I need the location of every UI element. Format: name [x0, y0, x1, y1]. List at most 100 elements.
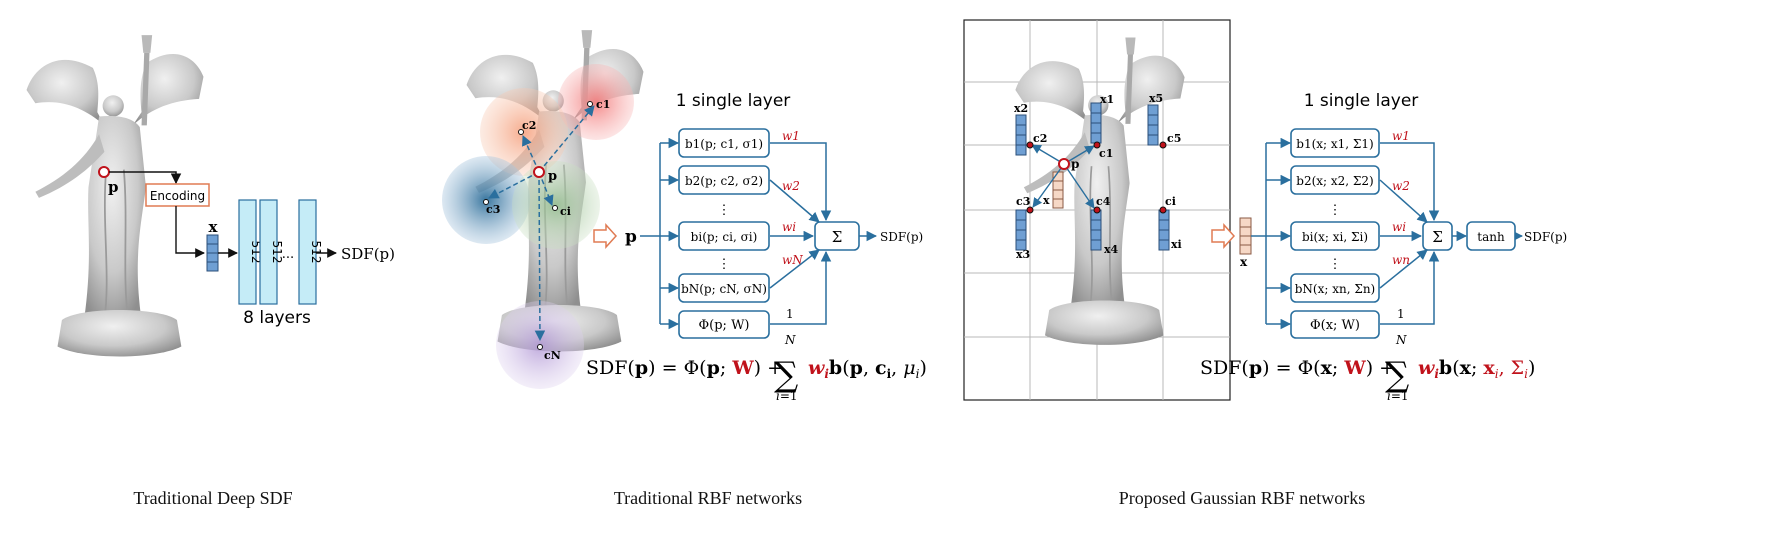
- weight-one: 1: [1397, 307, 1405, 321]
- weight-w1: w1: [782, 129, 800, 143]
- grid-centers: [1026, 141, 1167, 214]
- node-label-b2: b2(p; c2, σ2): [685, 174, 763, 188]
- input-label: p: [625, 227, 637, 247]
- single-layer-title: 1 single layer: [676, 91, 791, 111]
- feature-vector-x4: [1090, 209, 1102, 251]
- single-layer-title: 1 single layer: [1304, 91, 1419, 111]
- gaussian-node-bi: bi(x; xi, Σi): [1290, 221, 1380, 251]
- svg-text:wib(p, ci, μi): wib(p, ci, μi): [808, 357, 927, 381]
- encoding-box: [145, 183, 210, 207]
- input-arrow-icon: [1211, 223, 1236, 249]
- input-label: x: [1240, 255, 1248, 269]
- encoding-to-x-arrow: [175, 206, 205, 258]
- panel-gaussian-rbf: p x2 x1 x5 x3 x4 xi x c2 c1 c5 c3 c4 ci …: [963, 19, 1567, 403]
- input-x-label: x: [209, 218, 219, 236]
- feature-label-x3: x3: [1016, 248, 1030, 261]
- caption-gaussian-rbf: Proposed Gaussian RBF networks: [1118, 488, 1366, 508]
- rbf-node-b1: b1(p; c1, σ1): [678, 128, 770, 158]
- grid-labels: x2 x1 x5 x3 x4 xi x c2 c1 c5 c3 c4 ci: [1014, 92, 1182, 261]
- nodes-ellipsis-upper: ⋮: [718, 203, 731, 218]
- caption-rbf-networks: Traditional RBF networks: [613, 488, 803, 508]
- node-label-bi: bi(p; ci, σi): [691, 230, 758, 244]
- rbf-node-phi: Φ(p; W): [678, 310, 770, 339]
- rbf-node-bN: bN(p; cN, σN): [678, 273, 770, 303]
- mlp-layer-1: 512: [238, 199, 263, 305]
- node-label-b1: b1(p; c1, σ1): [685, 137, 763, 151]
- layers-count-label: 8 layers: [243, 308, 311, 328]
- sum-node: Σ: [1422, 221, 1453, 251]
- node-label-bN: bN(x; xn, Σn): [1295, 282, 1376, 296]
- feature-vector-x3: [1015, 209, 1027, 251]
- panel-deep-sdf: p Encoding x 512 512 ... 512 SDF(p) 8 la…: [25, 34, 395, 358]
- point-label: p: [108, 178, 119, 196]
- weight-one: 1: [786, 307, 794, 321]
- sum-label: Σ: [1432, 228, 1443, 246]
- weight-w2: w2: [1392, 179, 1410, 193]
- tanh-label: tanh: [1477, 230, 1505, 244]
- query-point: [98, 166, 110, 178]
- point-label: p: [1071, 157, 1079, 171]
- rbf-equation: SDF(p) = Φ(p; W) + ∑ N i=1 wib(p, ci, μi…: [586, 333, 927, 403]
- rbf-kernel-c1: [558, 64, 634, 140]
- sum-label: Σ: [832, 228, 843, 246]
- svg-text:SDF(p) = Φ(x; W) +: SDF(p) = Φ(x; W) +: [1200, 357, 1395, 379]
- svg-text:N: N: [784, 333, 796, 347]
- node-label-bi: bi(x; xi, Σi): [1302, 230, 1368, 244]
- feature-vector-x2: [1015, 114, 1027, 156]
- svg-text:i=1: i=1: [776, 389, 798, 403]
- node-label-phi: Φ(p; W): [699, 318, 750, 333]
- nodes-ellipsis-upper: ⋮: [1329, 203, 1342, 218]
- encoding-label: Encoding: [150, 189, 205, 203]
- center-label-c3: c3: [1016, 195, 1030, 208]
- center-links: [488, 105, 595, 342]
- gaussian-node-phi: Φ(x; W): [1290, 310, 1380, 339]
- caption-deep-sdf: Traditional Deep SDF: [133, 488, 293, 508]
- query-point: [533, 166, 545, 178]
- weight-wi: wi: [1392, 220, 1406, 234]
- center-label-c3: c3: [486, 203, 500, 216]
- output-label: SDF(p): [880, 230, 923, 244]
- svg-text:∑: ∑: [1385, 355, 1409, 395]
- feature-label-x2: x2: [1014, 102, 1028, 115]
- center-label-ci: ci: [1165, 195, 1176, 208]
- feature-vector-x1: [1090, 102, 1102, 144]
- node-label-phi: Φ(x; W): [1310, 318, 1360, 333]
- tanh-node: tanh: [1466, 221, 1516, 251]
- feature-label-x4: x4: [1104, 243, 1119, 256]
- center-label-c2: c2: [1033, 132, 1047, 145]
- center-label-c2: c2: [522, 119, 536, 132]
- gaussian-node-bN: bN(x; xn, Σn): [1290, 273, 1380, 303]
- layer-3-label: 512: [309, 241, 323, 264]
- weight-w2: w2: [782, 179, 800, 193]
- query-point: [1058, 158, 1070, 170]
- sum-node: Σ: [814, 221, 860, 251]
- layers-ellipsis: ...: [282, 247, 294, 262]
- feature-vector-xi: [1158, 209, 1170, 251]
- weight-wN: wN: [782, 253, 803, 267]
- input-arrow-icon: [593, 223, 618, 249]
- node-label-bN: bN(p; cN, σN): [681, 282, 767, 296]
- weight-w1: w1: [1392, 129, 1410, 143]
- rbf-edges: [640, 137, 878, 330]
- feature-label-x: x: [1043, 194, 1050, 207]
- center-label-ci: ci: [560, 205, 571, 218]
- svg-text:SDF(p) = Φ(p; W) +: SDF(p) = Φ(p; W) +: [586, 357, 783, 379]
- center-label-cN: cN: [544, 349, 561, 362]
- encoding-arrow: [109, 171, 182, 185]
- weight-wi: wi: [782, 220, 796, 234]
- output-label: SDF(p): [1524, 230, 1567, 244]
- input-feature-vector: [1239, 217, 1252, 255]
- output-label: SDF(p): [341, 245, 395, 263]
- rbf-node-b2: b2(p; c2, σ2): [678, 165, 770, 195]
- svg-text:wib(x; xi, Σi): wib(x; xi, Σi): [1418, 357, 1535, 381]
- node-label-b2: b2(x; x2, Σ2): [1296, 174, 1373, 188]
- point-label: p: [548, 169, 557, 184]
- center-labels: c1 c2 c3 ci cN: [483, 98, 610, 362]
- panel-rbf-networks: p c1 c2 c3 ci cN p 1 single layer: [442, 29, 927, 403]
- gaussian-node-b2: b2(x; x2, Σ2): [1290, 165, 1380, 195]
- weight-wn: wn: [1392, 253, 1410, 267]
- rbf-node-bi: bi(p; ci, σi): [678, 221, 770, 251]
- feature-label-xi: xi: [1171, 238, 1182, 251]
- mlp-layer-2: 512: [259, 199, 284, 305]
- gaussian-edges: [1251, 137, 1524, 330]
